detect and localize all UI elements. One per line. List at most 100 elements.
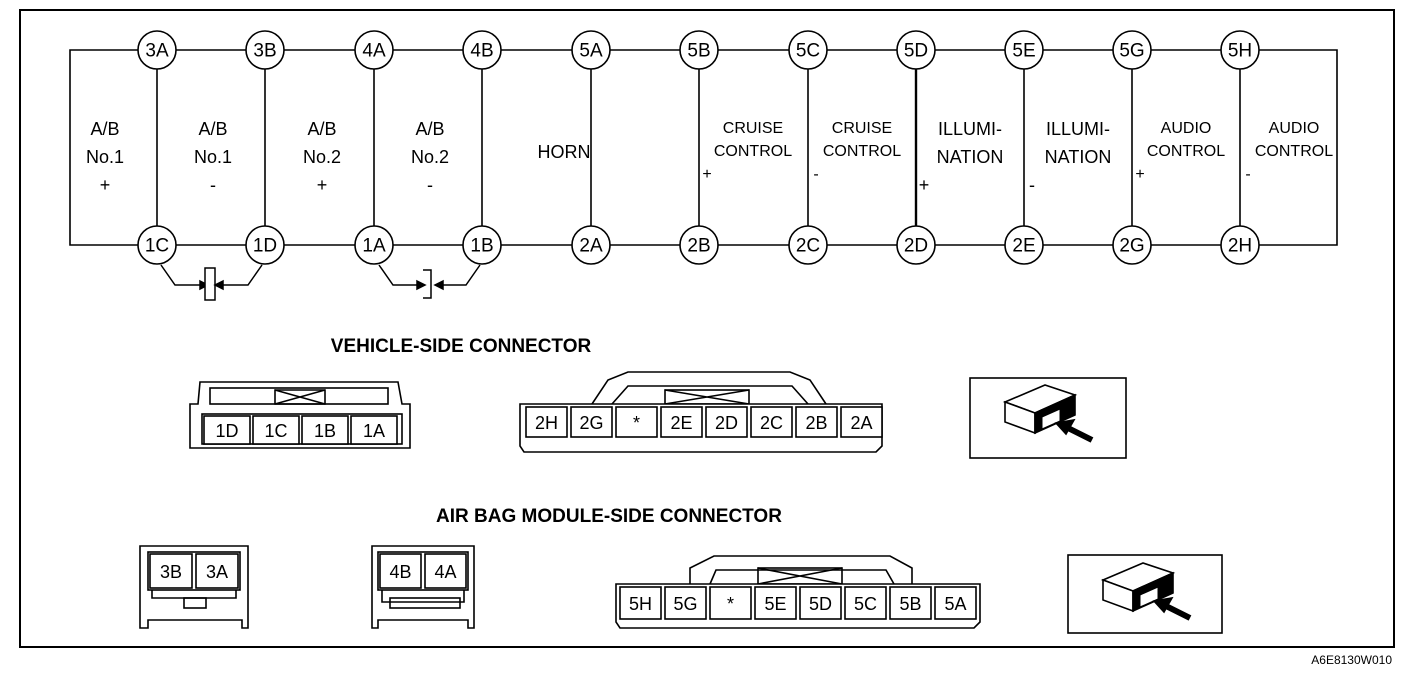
airbag-large-cavity-label: 5H: [629, 594, 652, 614]
pin-top-label: 4B: [470, 41, 493, 62]
pin-top-circle: [354, 30, 394, 70]
pin-bottom-label: 2G: [1119, 236, 1144, 257]
pin-top-label: 5G: [1119, 41, 1144, 62]
circuit-function-label: A/B: [90, 119, 119, 139]
airbag-b-cavity: [424, 553, 467, 589]
circuit-function-label: CONTROL: [1147, 143, 1225, 160]
circuit-function-label: +: [1135, 166, 1144, 183]
pin-top-circle: [679, 30, 719, 70]
vehicle-large-cavity-label: *: [633, 413, 640, 433]
circuit-function-label: A/B: [307, 119, 336, 139]
pin-top-label: 5A: [579, 41, 603, 62]
pin-bottom-label: 1B: [470, 236, 493, 257]
airbag-large-cavity: [754, 586, 797, 620]
vehicle-large-cavity-label: 2B: [805, 413, 827, 433]
pin-top-circle: [245, 30, 285, 70]
airbag-side-heading: AIR BAG MODULE-SIDE CONNECTOR: [436, 506, 782, 527]
pin-top-label: 5H: [1228, 41, 1252, 62]
vehicle-large-cavity: [615, 406, 658, 438]
vehicle-small-cavity-label: 1A: [363, 421, 385, 441]
pin-bottom-circle: [1112, 225, 1152, 265]
vehicle-large-cavity: [795, 406, 838, 438]
circuit-function-label: CONTROL: [823, 143, 901, 160]
airbag-large-cavity: [889, 586, 932, 620]
pin-top-label: 5B: [687, 41, 710, 62]
vehicle-small-cavity: [301, 415, 349, 445]
airbag-large-cavity-label: 5G: [673, 594, 697, 614]
vehicle-large-cavity: [660, 406, 703, 438]
vehicle-large-cavity-label: 2A: [850, 413, 872, 433]
circuit-function-label: NATION: [937, 147, 1004, 167]
circuit-function-label: HORN: [538, 142, 591, 162]
circuit-function-label: CRUISE: [832, 120, 892, 137]
pin-bottom-label: 2H: [1228, 236, 1252, 257]
vehicle-large-cavities: 2H 2G * 2E 2D 2C 2B 2A: [525, 406, 883, 438]
shorting-bar-2: [378, 264, 481, 299]
vehicle-large-cavity: [525, 406, 568, 438]
airbag-a-cavity-label: 3A: [206, 562, 228, 582]
circuit-function-label: CRUISE: [723, 120, 783, 137]
vehicle-large-cavity-label: 2G: [579, 413, 603, 433]
airbag-large-cavity-label: 5D: [809, 594, 832, 614]
circuit-function-label: AUDIO: [1161, 120, 1212, 137]
pin-bottom-circle: [1004, 225, 1044, 265]
pin-top-circle: [1112, 30, 1152, 70]
airbag-a-cavity: [149, 553, 193, 589]
vehicle-small-cavity-label: 1B: [314, 421, 336, 441]
pin-top-label: 5C: [796, 41, 820, 62]
airbag-large-cavity: [664, 586, 707, 620]
vehicle-large-cavity-label: 2D: [715, 413, 738, 433]
circuit-function-label: -: [813, 166, 818, 183]
airbag-a-cavity-label: 3B: [160, 562, 182, 582]
airbag-large-cavity: [844, 586, 887, 620]
circuit-function-label: A/B: [198, 119, 227, 139]
vehicle-large-cavity: [750, 406, 793, 438]
circuit-function-label: +: [100, 175, 111, 195]
pin-bottom-label: 2A: [579, 236, 603, 257]
pin-bottom-circle: [354, 225, 394, 265]
circuit-function-label: No.1: [194, 147, 232, 167]
vehicle-large-cavity: [570, 406, 613, 438]
airbag-large-cavity: [709, 586, 752, 620]
pin-bottom-circle: [788, 225, 828, 265]
airbag-large-cavity: [619, 586, 662, 620]
pin-top-circle: [1220, 30, 1260, 70]
pin-bottom-circle: [1220, 225, 1260, 265]
vehicle-large-cavity-label: 2H: [535, 413, 558, 433]
pin-top-circle: [462, 30, 502, 70]
vehicle-large-cavity: [840, 406, 883, 438]
pin-top-circle: [1004, 30, 1044, 70]
pin-bottom-label: 1C: [145, 236, 169, 257]
airbag-b-cavity-label: 4A: [434, 562, 456, 582]
vehicle-connector-view-icon: [969, 377, 1127, 459]
shorting-bar-1: [160, 264, 263, 301]
pin-top-circle: [137, 30, 177, 70]
vehicle-large-cavity-label: 2E: [670, 413, 692, 433]
figure-code: A6E8130W010: [1311, 653, 1392, 667]
airbag-b-cavity-label: 4B: [389, 562, 411, 582]
circuit-function-label: +: [919, 175, 930, 195]
diagram-frame: [19, 9, 1395, 648]
pin-bottom-circle: [462, 225, 502, 265]
pin-top-label: 5D: [904, 41, 928, 62]
pin-bottom-label: 2C: [796, 236, 820, 257]
pin-bottom-label: 2E: [1012, 236, 1035, 257]
airbag-large-cavity-label: 5B: [899, 594, 921, 614]
pin-top-label: 3B: [253, 41, 276, 62]
circuit-function-label: +: [702, 166, 711, 183]
circuit-function-label: CONTROL: [1255, 143, 1333, 160]
circuit-function-label: A/B: [415, 119, 444, 139]
circuit-function-label: NATION: [1045, 147, 1112, 167]
vehicle-large-cavity-label: 2C: [760, 413, 783, 433]
circuit-function-label: ILLUMI-: [1046, 119, 1110, 139]
pin-bottom-circle: [137, 225, 177, 265]
circuit-function-label: +: [317, 175, 328, 195]
circuit-function-label: -: [1245, 166, 1250, 183]
bus-wires: [69, 49, 1338, 246]
pin-bottom-circle: [896, 225, 936, 265]
